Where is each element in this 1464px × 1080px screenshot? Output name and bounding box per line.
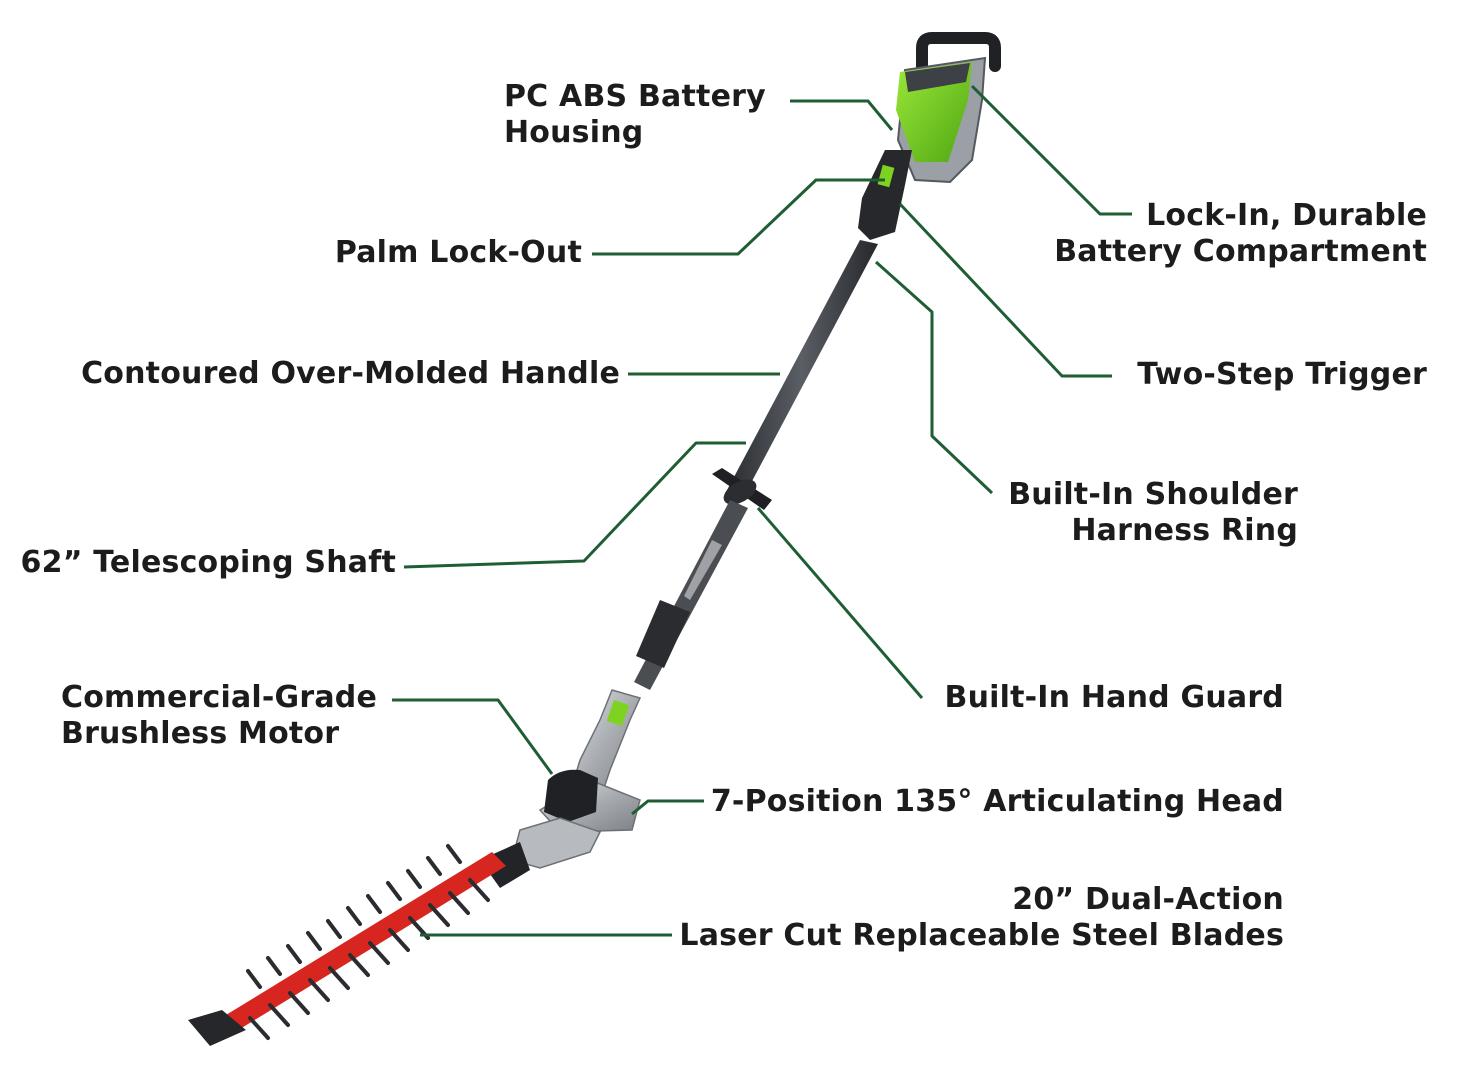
callout-motor-line2: Brushless Motor <box>61 716 340 751</box>
callout-handle-line1: Contoured Over-Molded Handle <box>81 356 620 391</box>
callout-head: 7-Position 135° Articulating Head <box>711 784 1284 820</box>
callout-palm-lockout-line1: Palm Lock-Out <box>334 235 582 270</box>
callout-battery-housing-line1: PC ABS Battery <box>504 79 766 114</box>
callout-hand-guard-line1: Built-In Hand Guard <box>944 680 1284 715</box>
leader-battery-housing <box>790 99 894 131</box>
callout-blades: 20” Dual-Action Laser Cut Replaceable St… <box>679 882 1284 954</box>
leader-head <box>631 799 704 816</box>
leader-motor <box>392 698 554 775</box>
callout-trigger-line1: Two-Step Trigger <box>1137 357 1427 392</box>
blade-teeth <box>246 844 490 1040</box>
callout-harness-ring: Built-In Shoulder Harness Ring <box>1008 477 1298 549</box>
trigger-housing-shape <box>858 150 912 240</box>
callout-shaft-line1: 62” Telescoping Shaft <box>20 545 396 580</box>
callout-head-line1: 7-Position 135° Articulating Head <box>710 784 1284 819</box>
leader-lines <box>392 84 1132 937</box>
callout-motor-line1: Commercial-Grade <box>61 680 378 715</box>
leader-harness-ring <box>875 260 994 495</box>
callout-battery-housing-line2: Housing <box>504 115 644 150</box>
leader-shaft <box>403 441 746 569</box>
callout-palm-lockout: Palm Lock-Out <box>335 235 582 271</box>
leader-trigger <box>898 202 1112 378</box>
leader-hand-guard <box>756 507 924 699</box>
callout-handle: Contoured Over-Molded Handle <box>81 356 620 392</box>
callout-trigger: Two-Step Trigger <box>1137 357 1427 393</box>
motor-housing-shape <box>544 769 598 822</box>
callout-battery-compartment-line2: Battery Compartment <box>1054 234 1427 269</box>
upper-shaft-shape <box>726 240 878 500</box>
leader-battery-compartment <box>970 84 1132 216</box>
callout-battery-compartment: Lock-In, Durable Battery Compartment <box>1054 198 1427 270</box>
callout-motor: Commercial-Grade Brushless Motor <box>61 680 377 752</box>
blade-bar-shape <box>208 852 506 1040</box>
callout-hand-guard: Built-In Hand Guard <box>945 680 1284 716</box>
callout-harness-ring-line1: Built-In Shoulder <box>1008 477 1298 512</box>
callout-blades-line1: 20” Dual-Action <box>1012 882 1284 917</box>
leader-palm-lockout <box>592 178 885 256</box>
callout-harness-ring-line2: Harness Ring <box>1071 513 1298 548</box>
callout-blades-line2: Laser Cut Replaceable Steel Blades <box>679 918 1284 953</box>
battery-handle-loop <box>916 32 1001 76</box>
callout-shaft: 62” Telescoping Shaft <box>21 545 396 581</box>
callout-battery-housing: PC ABS Battery Housing <box>504 79 766 151</box>
callout-battery-compartment-line1: Lock-In, Durable <box>1146 198 1427 233</box>
